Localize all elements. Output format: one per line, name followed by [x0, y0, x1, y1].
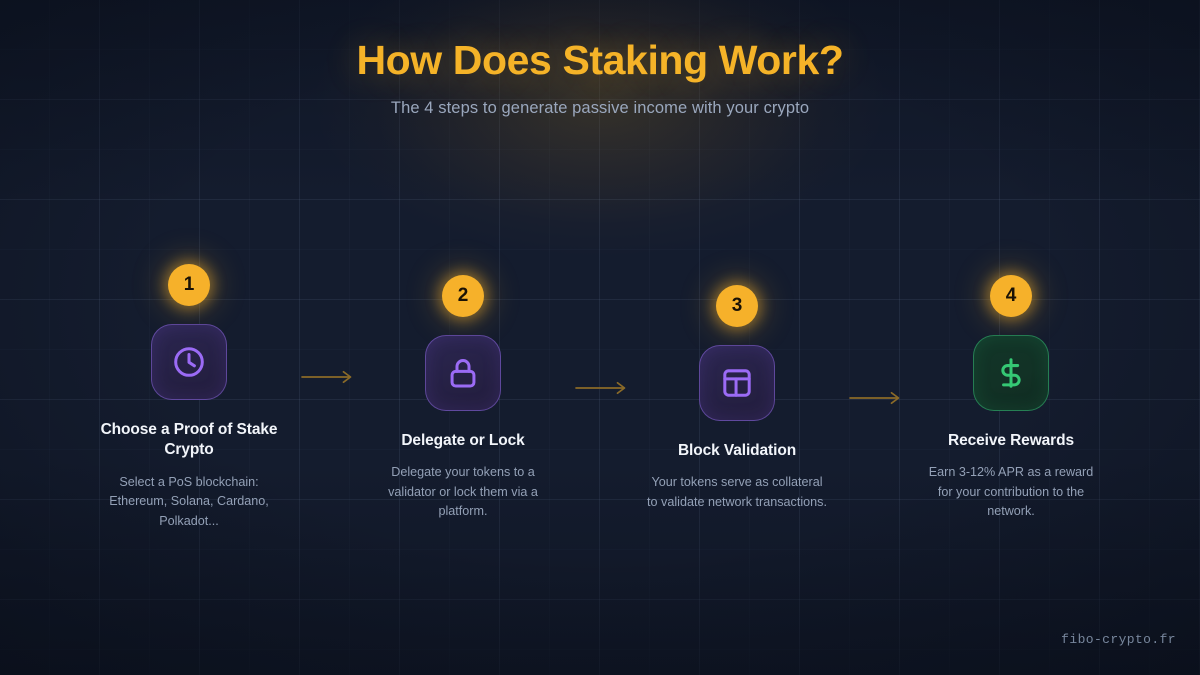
step-card-2: 2 Delegate or Lock Delegate your tokens … — [363, 275, 563, 522]
step-description-1: Select a PoS blockchain: Ethereum, Solan… — [109, 474, 269, 528]
step-number-badge-2: 2 — [442, 275, 484, 317]
layout-panel-icon — [723, 369, 751, 397]
step-number-badge-3: 3 — [716, 285, 758, 327]
step-title-1: Choose a Proof of Stake Crypto — [100, 421, 278, 459]
step-title-3: Block Validation — [677, 442, 797, 459]
step-description-4: Earn 3-12% APR as a reward for your cont… — [928, 465, 1094, 519]
step-icon-tile-4 — [973, 335, 1049, 411]
arrow-step3-step4 — [848, 390, 904, 406]
lock-icon — [450, 359, 476, 388]
step-icon-tile-3 — [699, 345, 775, 421]
step-icon-tile-1 — [151, 324, 227, 400]
step-description-2: Delegate your tokens to a validator or l… — [388, 465, 538, 519]
dollar-sign-icon — [1001, 358, 1021, 388]
step-card-4: 4 Receive Rewards Earn 3-12% APR as a re… — [911, 275, 1111, 522]
arrow-step1-step2 — [300, 369, 356, 385]
clock-icon — [174, 347, 204, 377]
site-watermark: fibo-crypto.fr — [1061, 632, 1176, 647]
step-number-badge-4: 4 — [990, 275, 1032, 317]
step-number-badge-1: 1 — [168, 264, 210, 306]
step-icon-tile-2 — [425, 335, 501, 411]
step-description-3: Your tokens serve as collateral to valid… — [647, 475, 827, 509]
step-card-3: 3 Block Validation Your tokens serve as … — [637, 285, 837, 512]
step-card-1: 1 Choose a Proof of Stake Crypto Select … — [89, 264, 289, 531]
page-subtitle: The 4 steps to generate passive income w… — [390, 99, 810, 118]
arrow-right-icon — [301, 370, 352, 384]
arrow-step2-step3 — [574, 380, 630, 396]
arrow-right-icon — [849, 391, 900, 405]
header: How Does Staking Work? The 4 steps to ge… — [0, 36, 1200, 118]
page-title: How Does Staking Work? — [356, 37, 844, 83]
arrow-right-icon — [575, 381, 626, 395]
step-title-2: Delegate or Lock — [401, 432, 525, 449]
step-title-4: Receive Rewards — [947, 432, 1075, 449]
